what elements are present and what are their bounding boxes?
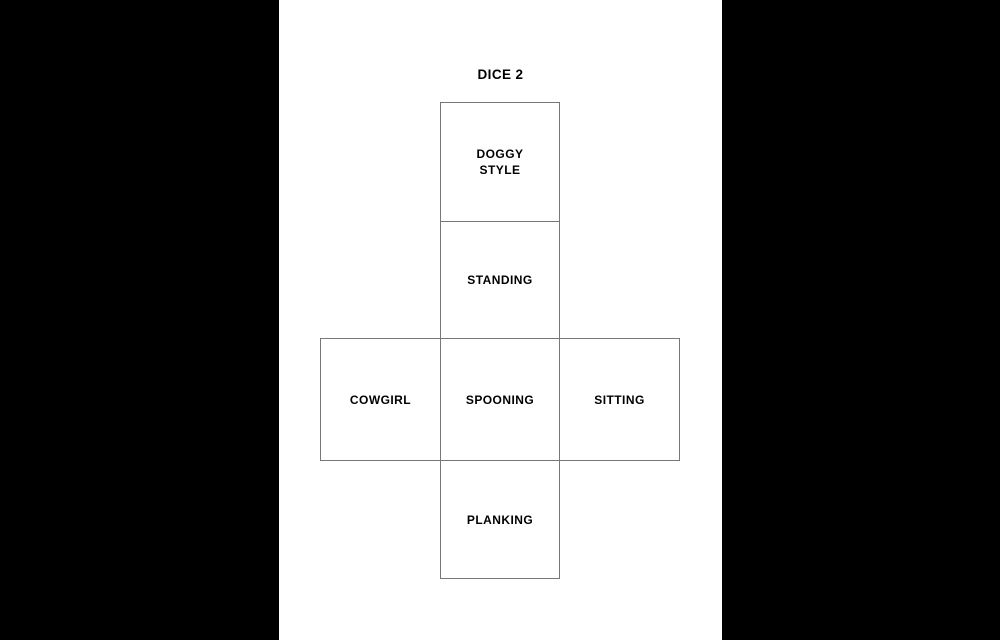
dice-face-label: STANDING xyxy=(467,273,533,287)
page-title: DICE 2 xyxy=(477,67,524,82)
dice-face-label: DOGGY STYLE xyxy=(476,147,524,177)
dice-face-spooning[interactable]: SPOONING xyxy=(440,338,560,461)
fold-line-left xyxy=(440,338,441,461)
dice-face-label: SPOONING xyxy=(465,392,535,407)
dice-face-label: SITTING xyxy=(594,392,645,407)
dice-face-label: COWGIRL xyxy=(349,392,412,407)
fold-line-right xyxy=(559,338,560,461)
dice-face-doggy-style[interactable]: DOGGY STYLE xyxy=(440,102,560,222)
printable-page: DICE 2 DOGGY STYLE STANDING COWGIRL SPOO… xyxy=(279,0,722,640)
dice-face-sitting[interactable]: SITTING xyxy=(559,338,680,461)
dice-face-standing[interactable]: STANDING xyxy=(440,221,560,339)
dice-net-diagram: DOGGY STYLE STANDING COWGIRL SPOONING SI… xyxy=(279,0,722,640)
dice-face-cowgirl[interactable]: COWGIRL xyxy=(320,338,441,461)
dice-face-planking[interactable]: PLANKING xyxy=(440,460,560,579)
dice-face-label: PLANKING xyxy=(466,512,534,527)
